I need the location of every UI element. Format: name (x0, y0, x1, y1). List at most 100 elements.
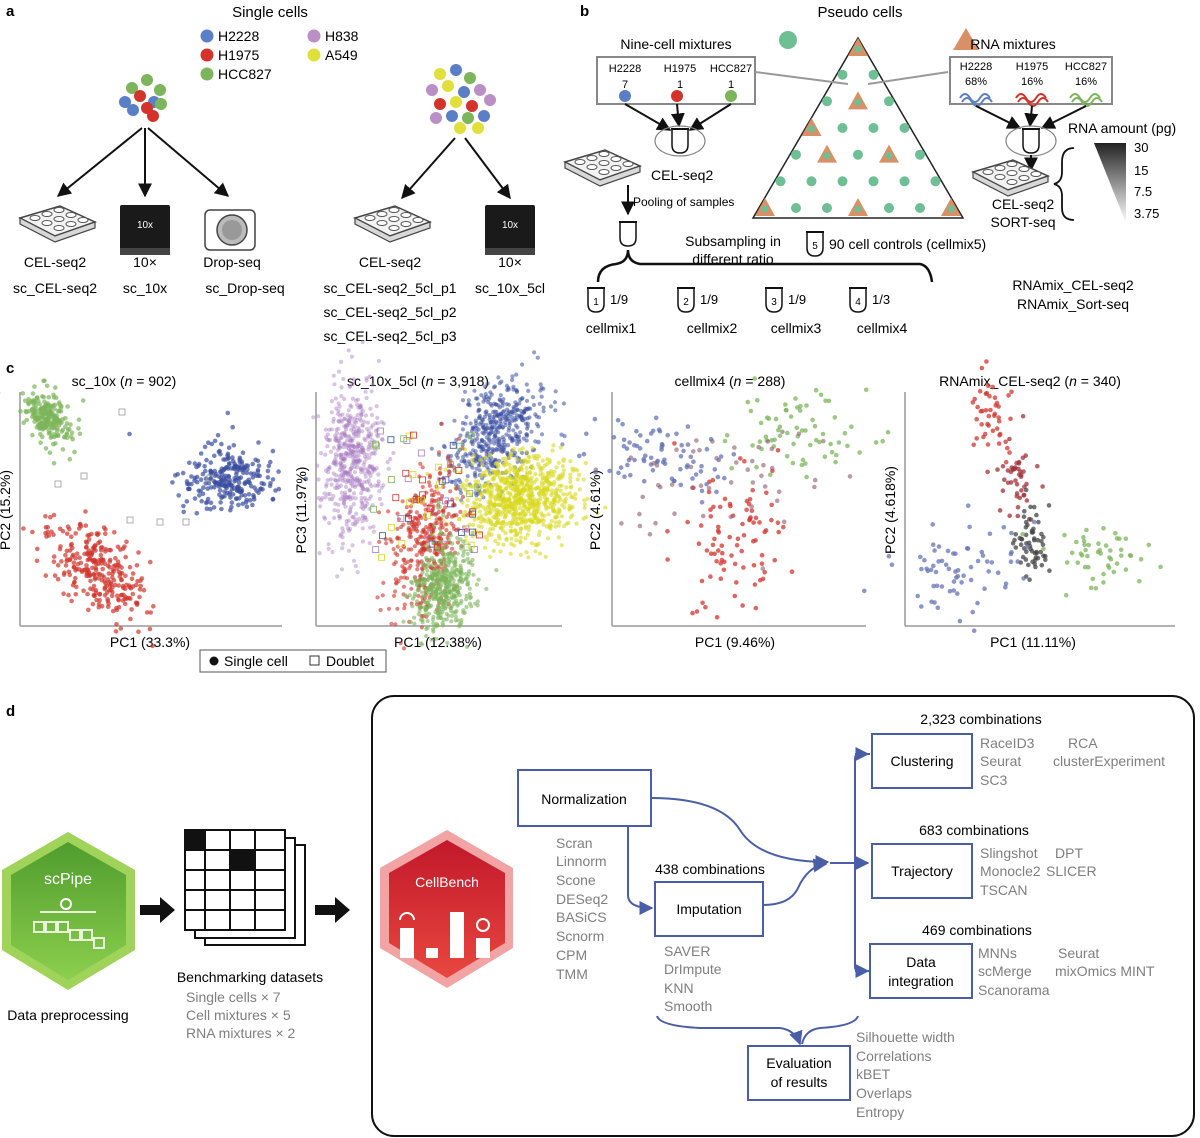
cell-point (530, 493, 535, 499)
cell-point (349, 354, 354, 359)
cell-point (106, 571, 112, 576)
cell-point (110, 567, 116, 573)
cell-point (1128, 553, 1134, 559)
svg-text:DPT: DPT (1055, 845, 1083, 861)
cell-point (665, 557, 670, 562)
cell-point (735, 536, 741, 542)
cell-point (1021, 492, 1027, 498)
cell-point (359, 495, 364, 500)
cell-point (996, 441, 1002, 446)
cell-point (68, 543, 74, 548)
cell-point (584, 431, 589, 437)
cell-point (360, 429, 365, 434)
cell-point (363, 413, 368, 418)
cell-point (106, 580, 112, 585)
cell-point (523, 536, 528, 541)
cell-point (708, 507, 713, 512)
cell-point (374, 466, 379, 471)
cell-point (1030, 559, 1035, 564)
cell-point (340, 476, 345, 481)
cell-point (559, 543, 564, 548)
cell-point (51, 554, 57, 559)
cell-point (757, 520, 762, 525)
cell-point (439, 520, 444, 526)
cell-point (367, 496, 372, 501)
cell-point (484, 586, 489, 592)
cell-point (340, 535, 345, 540)
cell-point (303, 476, 309, 482)
cell-point (810, 417, 815, 423)
cell-point (454, 496, 460, 501)
cell-point (518, 539, 523, 544)
cell-point (750, 443, 755, 448)
cellmix4-label: cellmix4 (857, 320, 908, 336)
svg-text:DESeq2: DESeq2 (556, 891, 608, 907)
cell-point (935, 605, 941, 610)
cell-point (478, 457, 483, 462)
cell-point (889, 562, 895, 567)
rna-mix-name-hcc827: HCC827 (1065, 61, 1107, 73)
cell-point (708, 514, 714, 519)
cell-point (514, 402, 519, 407)
cell-point (538, 551, 543, 556)
cell-point (863, 387, 869, 393)
cell-point (706, 486, 712, 491)
doublet-point (387, 436, 395, 444)
data-preprocessing-label: Data preprocessing (7, 1007, 128, 1023)
cell-point (136, 629, 141, 634)
cell-point (212, 485, 217, 490)
cell-point (833, 452, 839, 458)
cell-point (67, 526, 72, 532)
cell-point (1103, 543, 1109, 548)
cell-point (443, 572, 448, 578)
cell-point (762, 529, 767, 535)
cell-point (54, 420, 59, 425)
cell-point (970, 609, 975, 615)
cell-point (345, 438, 350, 443)
svg-text:MNNs: MNNs (978, 945, 1017, 961)
cell-point (568, 479, 573, 484)
cell-point (355, 445, 360, 450)
panel-b-title: Pseudo cells (817, 4, 902, 21)
cell-point (729, 553, 734, 558)
cell-point (398, 575, 404, 580)
cell-point (90, 565, 95, 571)
cell-point (257, 473, 262, 479)
cell-point (521, 410, 527, 415)
cell-point (376, 479, 381, 484)
cell-point (930, 522, 935, 527)
cell-point (51, 512, 57, 518)
panel-b: b Pseudo cells Nine-cell mixtures H2228 … (564, 3, 1176, 336)
cell-point (607, 468, 612, 474)
cell-point (431, 629, 436, 634)
cell-point (520, 491, 525, 497)
panel-c: c sc_10x (n = 902) PC1 (33.3%) PC2 (15.2… (0, 339, 1175, 673)
cell-point (336, 418, 341, 423)
cell-point (497, 438, 502, 444)
cell-point (46, 424, 52, 430)
cell-point (354, 477, 359, 482)
cell-point (378, 607, 383, 613)
cell-point (425, 568, 430, 573)
cell-point (812, 484, 817, 490)
cell-point (123, 554, 128, 560)
cell-point (514, 438, 519, 443)
cell-point (353, 431, 358, 436)
integration-box[interactable] (869, 943, 973, 999)
cell-point (343, 493, 348, 498)
cellmix1-label: cellmix1 (586, 320, 637, 336)
cell-point (250, 502, 255, 508)
cell-point (348, 481, 353, 486)
cell-point (439, 582, 444, 587)
cell-point (451, 602, 457, 607)
cell-point (351, 448, 356, 453)
cell-point (334, 431, 340, 436)
cell-point (974, 436, 979, 441)
cell-point (129, 576, 135, 582)
cell-point (48, 514, 53, 520)
svg-text:Scanorama: Scanorama (978, 982, 1050, 998)
cell-point (421, 594, 426, 599)
cell-point (760, 566, 766, 571)
nine-cell-dot-h1975 (671, 90, 683, 102)
cell-point (547, 470, 552, 475)
